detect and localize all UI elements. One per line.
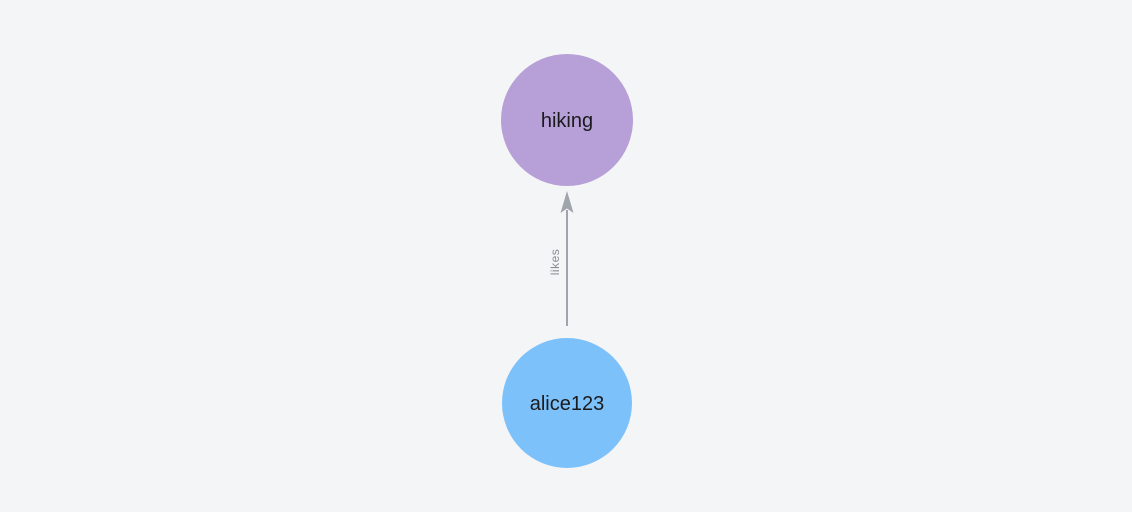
graph-node-hiking[interactable]: hiking [501,54,633,186]
edge-alice123-likes-hiking[interactable]: likes [548,191,574,326]
node-alice123-circle [502,338,632,468]
edge-arrowhead-icon [560,191,574,213]
node-alice123-label: alice123 [530,393,605,415]
graph-node-alice123[interactable]: alice123 [502,338,632,468]
node-hiking-label: hiking [541,110,593,132]
edge-label: likes [548,249,562,276]
node-hiking-circle [501,54,633,186]
